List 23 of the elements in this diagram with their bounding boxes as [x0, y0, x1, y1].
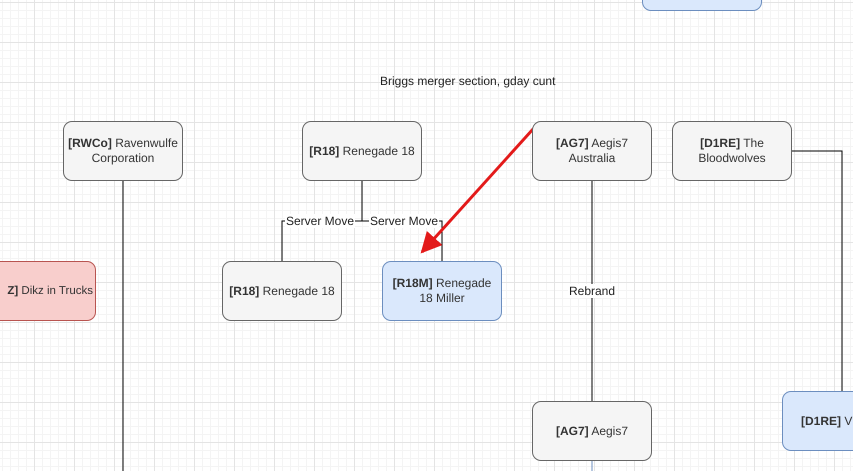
- edge-label: Server Move: [369, 214, 440, 228]
- node-label: [D1RE] The Bloodwolves: [697, 136, 767, 166]
- process-box: [672, 121, 792, 181]
- edge-label: Rebrand: [568, 284, 616, 298]
- note-text: Briggs merger section, gday cunt: [380, 74, 556, 88]
- process-box: [532, 401, 652, 461]
- process-box: [532, 121, 652, 181]
- node-label: [D1RE] V: [801, 414, 852, 428]
- edge-label: Server Move: [285, 214, 356, 228]
- node-label: [AG7] Aegis7: [556, 424, 628, 438]
- process-box: [63, 121, 183, 181]
- process-box: [382, 261, 502, 321]
- node-label: [R18M] Renegade 18 Miller: [392, 276, 492, 306]
- node-label: [RWCo] Ravenwulfe Corporation: [67, 136, 179, 166]
- process-box: [0, 261, 96, 321]
- node-label: [R18] Renegade 18: [229, 284, 335, 298]
- connector-line: [122, 180, 124, 471]
- process-box: [302, 121, 422, 181]
- connector-line: [792, 150, 842, 392]
- node-label: Z] Dikz in Trucks: [7, 284, 93, 298]
- node-label: [AG7] Aegis7 Australia: [554, 136, 630, 166]
- process-box: [222, 261, 342, 321]
- node-label: [R18] Renegade 18: [309, 144, 415, 158]
